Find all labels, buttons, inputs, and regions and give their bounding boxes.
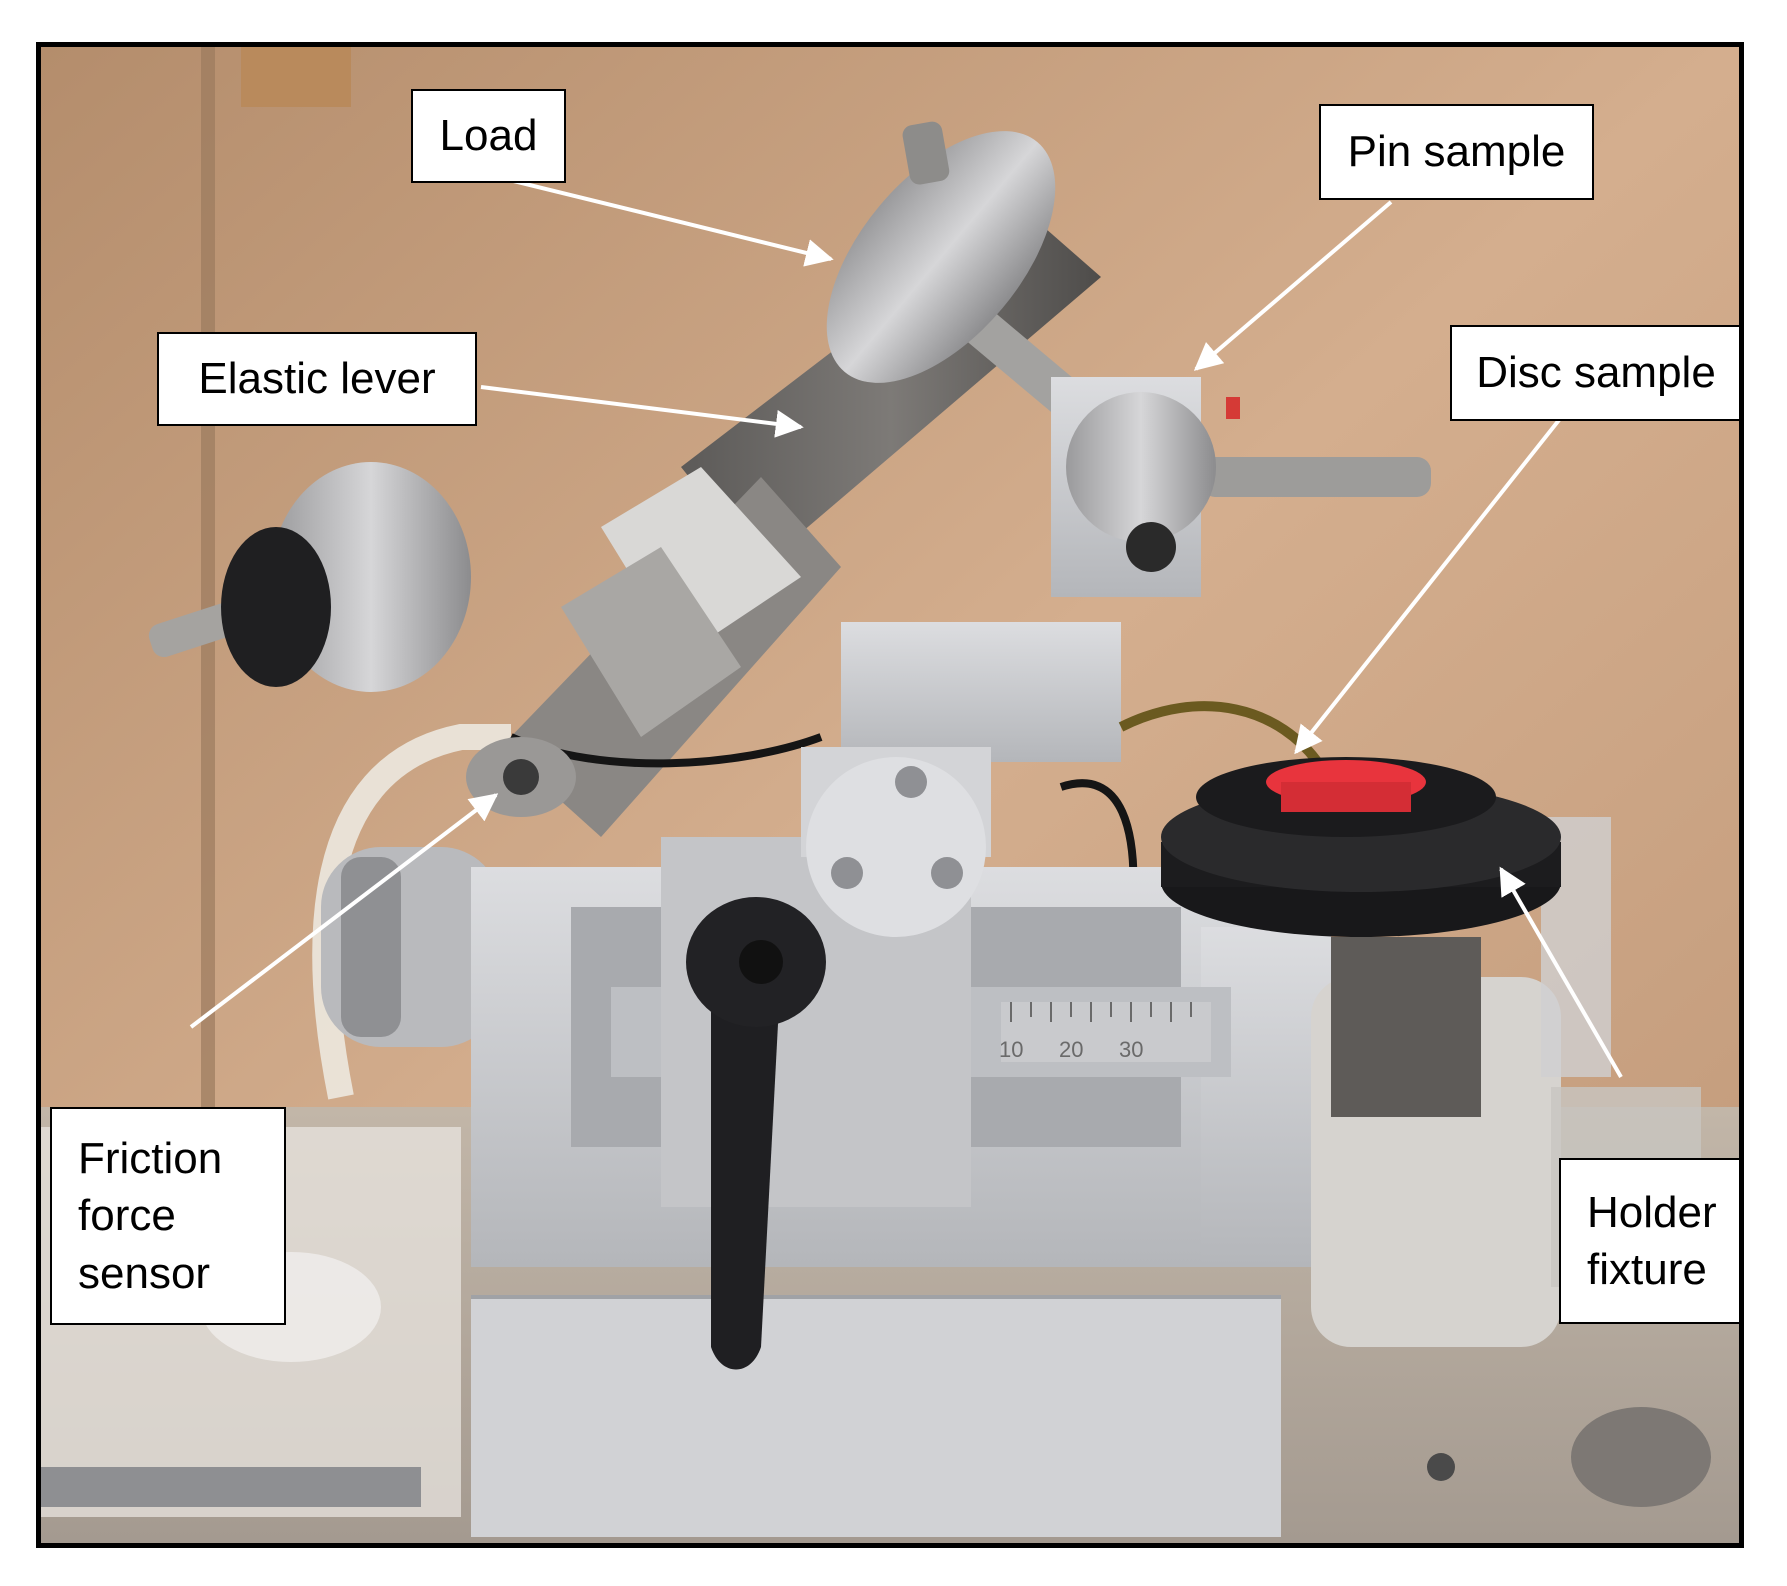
label-friction-line-2: force [78,1191,176,1241]
wooden-block [241,47,351,107]
label-friction-line-3: sensor [78,1248,211,1298]
label-load: Load [411,89,566,183]
label-elastic-lever-text: Elastic lever [198,354,436,404]
scale-tick-30: 30 [1119,1037,1143,1062]
scale-tick-10: 10 [999,1037,1023,1062]
label-load-text: Load [439,111,538,161]
screw-2 [831,857,863,889]
load-disc [826,131,1056,383]
black-nut [221,527,331,687]
holder-spindle [1331,937,1481,1117]
photo-frame: 10 20 30 [36,42,1744,1548]
pin-sample-tip [1226,397,1240,419]
scale-ticks [1010,1002,1192,1022]
label-elastic-lever: Elastic lever [157,332,477,426]
upper-block [841,622,1121,762]
lever-clamp [601,467,801,657]
pin-knob [1066,392,1216,542]
label-friction-line-1: Friction [78,1134,223,1184]
carriage-plate [806,757,986,937]
screw-1 [895,766,927,798]
pin-rod [1201,457,1431,497]
label-disc-sample: Disc sample [1450,325,1739,421]
label-holder-line-2: fixture [1587,1245,1707,1294]
label-pin-sample-text: Pin sample [1347,127,1566,177]
scale-bar [1001,1002,1211,1062]
vise-bottom [471,1297,1281,1537]
label-disc-sample-text: Disc sample [1476,348,1716,398]
table-hole [1571,1407,1711,1507]
lever-mount [561,547,741,737]
label-pin-sample: Pin sample [1319,104,1594,200]
vise-right-wall [1201,927,1331,1267]
screw-3 [931,857,963,889]
tribometer-photo: 10 20 30 [41,47,1739,1543]
label-holder-fixture: Holder fixture [1559,1158,1739,1324]
enclosure-edge [201,47,215,1117]
label-friction-force-sensor: Friction force sensor [50,1107,286,1325]
rod-bottom [41,1467,421,1507]
clamp-lever-handle [711,967,781,1370]
label-holder-line-1: Holder [1587,1187,1717,1237]
scale-tick-20: 20 [1059,1037,1083,1062]
